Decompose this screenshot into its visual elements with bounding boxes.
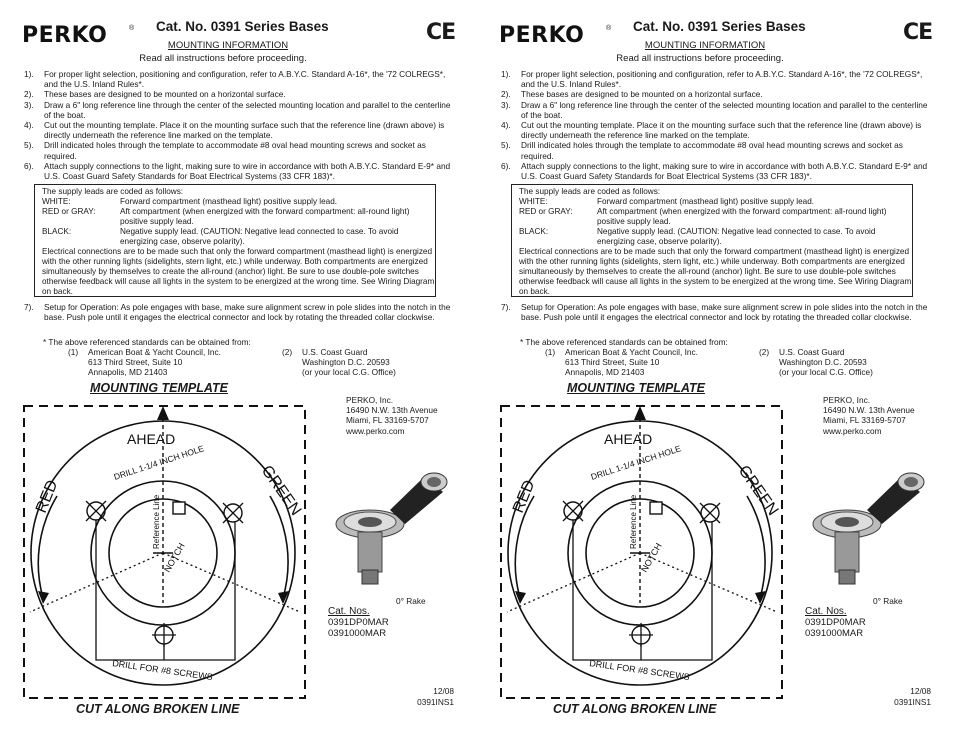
- red-arrow-icon: [515, 591, 526, 604]
- step-item: 5).Drill indicated holes through the tem…: [501, 140, 903, 161]
- notch-mark: [649, 501, 663, 515]
- step-item: 6).Attach supply connections to the ligh…: [24, 160, 451, 182]
- drill-hole-label: DRILL 1-1/4 INCH HOLE: [590, 443, 683, 482]
- notch-label: NOTCH: [162, 541, 187, 574]
- reference-line-label: Reference Line: [629, 494, 638, 549]
- wiring-row: WHITE:Forward compartment (masthead ligh…: [42, 197, 338, 206]
- drill-hole-label: DRILL 1-1/4 INCH HOLE: [113, 443, 206, 482]
- green-arrow-icon: [278, 591, 289, 604]
- instruction-panel-left: PERKO ® Cat. No. 0391 Series Bases CE MO…: [22, 19, 456, 716]
- step-item: 3).Draw a 6" long reference line through…: [24, 99, 451, 120]
- wiring-row: BLACK:Negative supply lead. (CAUTION: Ne…: [519, 227, 876, 246]
- step-item: 1).For proper light selection, positioni…: [501, 69, 923, 90]
- step-item: 1).For proper light selection, positioni…: [24, 69, 446, 90]
- screw-hole-left: [562, 500, 584, 522]
- catalog-numbers: Cat. Nos. 0391DP0MAR 0391000MAR: [328, 606, 389, 639]
- cut-line-label: CUT ALONG BROKEN LINE: [76, 702, 240, 716]
- address-abyc: (1) American Boat & Yacht Council, Inc. …: [545, 347, 698, 378]
- address-uscg: (2) U.S. Coast Guard Washington D.C. 205…: [282, 347, 396, 378]
- step-item: 5).Drill indicated holes through the tem…: [24, 140, 426, 161]
- wiring-note: Electrical connections are to be made su…: [42, 247, 435, 296]
- screw-hole-right: [699, 502, 721, 524]
- address-uscg: (2) U.S. Coast Guard Washington D.C. 205…: [759, 347, 873, 378]
- document-code: 12/08 0391INS1: [417, 686, 454, 707]
- ce-mark: CE: [903, 20, 933, 45]
- standards-note: * The above referenced standards can be …: [43, 337, 251, 347]
- step-item: 7).Setup for Operation: As pole engages …: [24, 302, 451, 323]
- ahead-arrow-icon: [157, 406, 169, 420]
- screw-hole-bottom: [629, 623, 653, 647]
- step-item: 3).Draw a 6" long reference line through…: [501, 99, 928, 120]
- step-item: 2).These bases are designed to be mounte…: [24, 89, 286, 100]
- cut-border: [500, 405, 783, 699]
- template-heading: MOUNTING TEMPLATE: [90, 381, 228, 395]
- page-title: Cat. No. 0391 Series Bases: [156, 19, 329, 34]
- screw-hole-left: [85, 500, 107, 522]
- step-item: 6).Attach supply connections to the ligh…: [501, 160, 928, 182]
- step-item: 4).Cut out the mounting template. Place …: [501, 120, 922, 141]
- step-item: 2).These bases are designed to be mounte…: [501, 89, 763, 100]
- document-code: 12/08 0391INS1: [894, 686, 931, 707]
- read-note: Read all instructions before proceeding.: [616, 53, 784, 64]
- steps-list: 1).For proper light selection, positioni…: [24, 69, 454, 181]
- wiring-intro: The supply leads are coded as follows:: [519, 187, 661, 196]
- step-item: 4).Cut out the mounting template. Place …: [24, 120, 445, 141]
- address-abyc: (1) American Boat & Yacht Council, Inc. …: [68, 347, 221, 378]
- screw-hole-bottom: [152, 623, 176, 647]
- template-heading: MOUNTING TEMPLATE: [567, 381, 705, 395]
- reference-line-label: Reference Line: [152, 494, 161, 549]
- wiring-intro: The supply leads are coded as follows:: [42, 187, 184, 196]
- wiring-row: RED or GRAY:Aft compartment (when energi…: [519, 207, 887, 226]
- port-boundary-line: [506, 552, 641, 613]
- ce-mark: CE: [426, 20, 456, 45]
- ahead-label: AHEAD: [604, 431, 652, 447]
- drill-screws-label: DRILL FOR #8 SCREWS: [589, 658, 691, 682]
- perko-logo: PERKO ®: [499, 23, 612, 48]
- cut-border: [23, 405, 306, 699]
- rake-label: 0° Rake: [873, 596, 903, 606]
- wiring-row: RED or GRAY:Aft compartment (when energi…: [42, 207, 410, 226]
- mounting-template-diagram: AHEAD RED GREEN DRILL 1-1/4 INCH HOLE Re…: [500, 405, 783, 699]
- notch-mark: [172, 501, 186, 515]
- instruction-panel-right: PERKO ® Cat. No. 0391 Series Bases CE MO…: [477, 0, 954, 738]
- screw-hole-right: [222, 502, 244, 524]
- screw-leader-lines: [572, 520, 713, 661]
- steps-list: 1).For proper light selection, positioni…: [501, 69, 931, 181]
- perko-logo: PERKO ®: [22, 23, 135, 48]
- port-boundary-line: [29, 552, 164, 613]
- screw-leader-lines: [95, 520, 236, 661]
- read-note: Read all instructions before proceeding.: [139, 53, 307, 64]
- wiring-box: The supply leads are coded as follows: W…: [34, 184, 436, 297]
- standards-note: * The above referenced standards can be …: [520, 337, 728, 347]
- page-title: Cat. No. 0391 Series Bases: [633, 19, 806, 34]
- step-item: 7).Setup for Operation: As pole engages …: [501, 302, 928, 323]
- section-subtitle: MOUNTING INFORMATION: [167, 40, 289, 51]
- wiring-box: The supply leads are coded as follows: W…: [511, 184, 913, 297]
- product-photo: [335, 472, 448, 585]
- wiring-row: WHITE:Forward compartment (masthead ligh…: [519, 197, 815, 206]
- drill-screws-label: DRILL FOR #8 SCREWS: [112, 658, 214, 682]
- wiring-note: Electrical connections are to be made su…: [519, 247, 912, 296]
- company-address: PERKO, Inc. 16490 N.W. 13th Avenue Miami…: [823, 395, 915, 436]
- catalog-numbers: Cat. Nos. 0391DP0MAR 0391000MAR: [805, 606, 866, 639]
- mounting-template-diagram: AHEAD RED GREEN DRILL 1-1/4 INCH HOLE Re…: [23, 405, 306, 699]
- company-address: PERKO, Inc. 16490 N.W. 13th Avenue Miami…: [346, 395, 438, 436]
- rake-label: 0° Rake: [396, 596, 426, 606]
- green-label: GREEN: [735, 463, 782, 519]
- product-photo: [812, 472, 925, 585]
- green-label: GREEN: [258, 463, 305, 519]
- red-arrow-icon: [38, 591, 49, 604]
- green-arrow-icon: [755, 591, 766, 604]
- wiring-row: BLACK:Negative supply lead. (CAUTION: Ne…: [42, 227, 399, 246]
- ahead-label: AHEAD: [127, 431, 175, 447]
- notch-label: NOTCH: [639, 541, 664, 574]
- section-subtitle: MOUNTING INFORMATION: [644, 40, 766, 51]
- cut-line-label: CUT ALONG BROKEN LINE: [553, 702, 717, 716]
- ahead-arrow-icon: [634, 406, 646, 420]
